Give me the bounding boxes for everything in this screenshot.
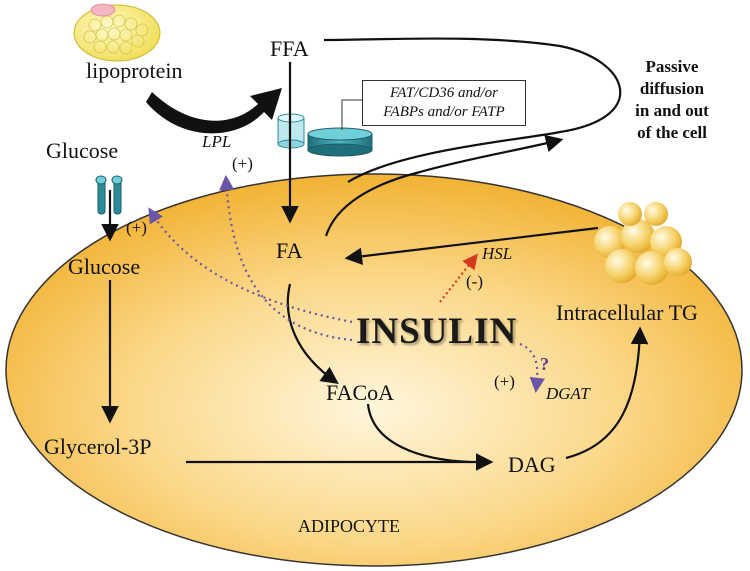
arrow-tg-to-fa: [344, 226, 599, 266]
arrow-facoa-to-dag: [366, 403, 471, 464]
insulin-arrow-to-glut: [148, 207, 353, 324]
glucose-outside-label: Glucose: [46, 138, 119, 163]
fa-label: FA: [276, 238, 303, 263]
dag-label: DAG: [508, 452, 556, 477]
hsl-effect-label: (-): [466, 272, 483, 291]
insulin-label: INSULIN: [356, 311, 518, 352]
dgat-effect-label: (+): [494, 372, 515, 391]
intracellular-tg-label: Intracellular TG: [556, 300, 698, 325]
adipocyte-label: ADIPOCYTE: [298, 516, 400, 536]
arrow-passive-diffusion: [323, 37, 622, 237]
arrow-dag-to-tg: [565, 326, 649, 460]
passive-line-2: diffusion: [639, 79, 705, 98]
transporters-line-2: FABPs and/or FATP: [383, 104, 505, 120]
facoa-label: FACoA: [326, 380, 395, 405]
insulin-arrow-to-dgat: [519, 342, 546, 394]
lpl-effect-label: (+): [232, 154, 253, 173]
ffa-label: FFA: [270, 36, 309, 61]
transporters-box: FAT/CD36 and/or FABPs and/or FATP: [362, 80, 526, 126]
glut-effect-label: (+): [126, 218, 147, 237]
passive-line-1: Passive: [645, 57, 699, 76]
glucose-inside-label: Glucose: [68, 254, 141, 279]
lpl-label: LPL: [202, 132, 232, 151]
arrow-fa-to-facoa: [286, 283, 339, 385]
transporter-callout-line: [341, 99, 362, 130]
lipoprotein-label: lipoprotein: [86, 58, 183, 83]
lipid-droplet-icon: [594, 202, 692, 285]
dgat-label: DGAT: [546, 384, 590, 403]
membrane-transporter-icon: [277, 113, 373, 157]
passive-line-4: of the cell: [637, 123, 707, 142]
lipoprotein-particle-icon: [73, 3, 161, 62]
adipocyte-cell: [5, 173, 743, 567]
glycerol-3p-label: Glycerol-3P: [44, 434, 152, 459]
glucose-transporter-icon: [95, 175, 123, 215]
passive-line-3: in and out: [635, 101, 709, 120]
dgat-question-mark: ?: [540, 354, 549, 374]
passive-diffusion-label: Passive diffusion in and out of the cell: [612, 56, 732, 144]
transporters-line-1: FAT/CD36 and/or: [390, 85, 498, 101]
hsl-label: HSL: [482, 244, 513, 263]
lipolysis-arrow: [146, 88, 282, 134]
